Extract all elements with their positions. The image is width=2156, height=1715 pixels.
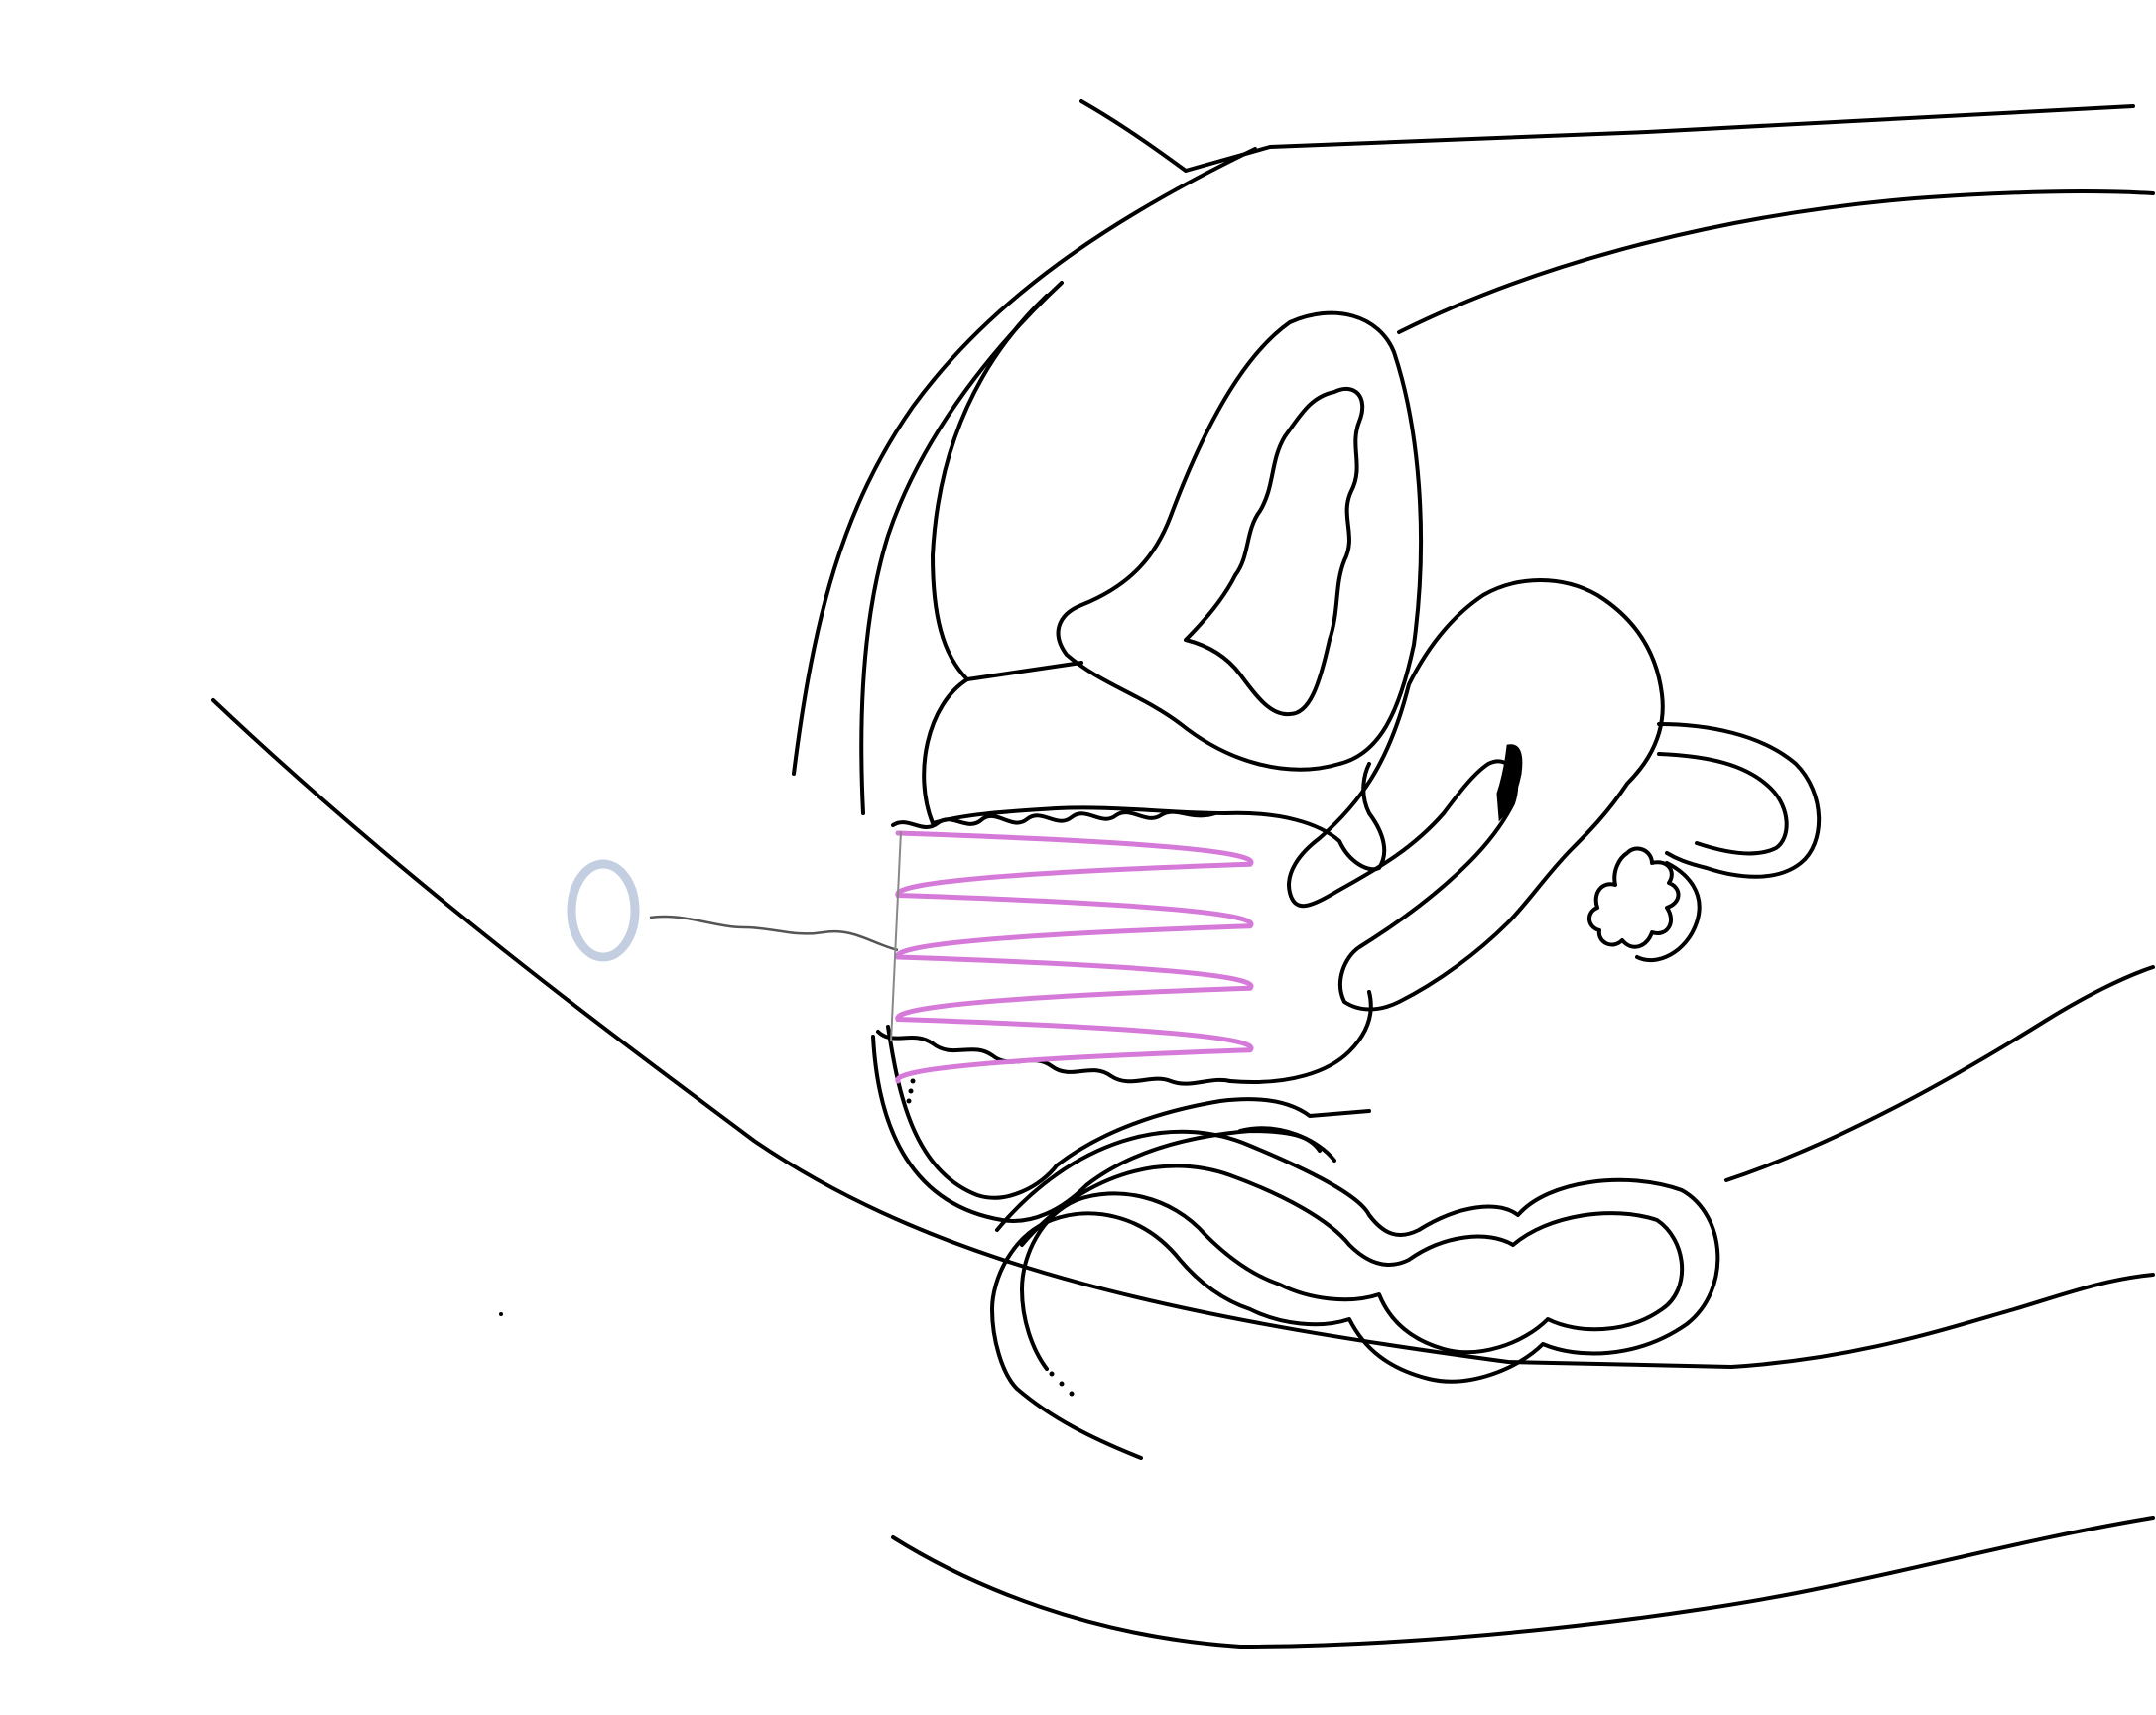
uterus-outline [1059,313,1421,770]
sacrum-line [1726,967,2153,1180]
bladder-wall-front [933,296,1047,679]
dot [1050,1372,1055,1377]
bowel [992,1128,1717,1458]
vaginal-wall-upper [893,812,1215,827]
uterus-cavity [1186,389,1362,714]
dot [1060,1382,1065,1387]
coil-spine [891,831,901,1041]
adnexa [1289,580,1819,1010]
removal-ring-icon [571,864,635,957]
tube-fill-icon [1498,746,1521,818]
abdominal-wall-line [1081,101,2133,171]
pelvic-contours [794,149,2153,813]
rectum-outer [992,1132,1717,1389]
coil-device-icon [898,833,1251,1081]
cervix-base [967,663,1081,679]
dot [911,1079,916,1084]
lower-back-line [1731,1275,2153,1367]
lower-abdomen-line [893,1518,2153,1647]
perineum-line [1017,1389,1141,1458]
bladder-wall-outer [1399,191,2153,332]
dot-details [499,1079,1075,1397]
dot [907,1099,912,1104]
dot [909,1089,914,1094]
dot [499,1312,503,1316]
vaginal-walls [878,812,1371,1084]
dot [1070,1392,1075,1397]
device-string [650,917,898,950]
coil-device [571,831,1251,1081]
uterus [967,313,1421,770]
symphysis-inner [861,283,1062,813]
ovary-ligament-inner [1659,754,1787,853]
anal-canal [1240,1128,1334,1161]
body-outline [213,101,2153,1647]
